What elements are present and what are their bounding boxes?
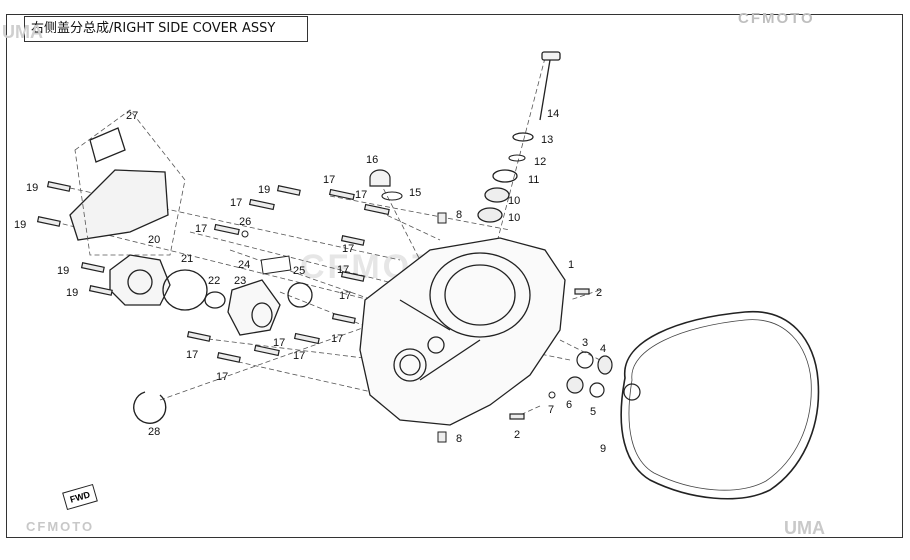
- callout-17: 17: [342, 243, 354, 255]
- callout-13: 13: [541, 134, 553, 146]
- diagram-frame: [6, 14, 903, 538]
- brand-logo-top: CFMOTO: [738, 10, 815, 27]
- callout-17: 17: [323, 174, 335, 186]
- callout-23: 23: [234, 275, 246, 287]
- callout-17: 17: [293, 350, 305, 362]
- callout-17: 17: [273, 337, 285, 349]
- callout-3: 3: [582, 337, 588, 349]
- washer-6: [566, 376, 584, 394]
- filter-23: [227, 279, 281, 336]
- callout-9: 9: [600, 443, 606, 455]
- callout-8: 8: [456, 433, 462, 445]
- circlip-28: [133, 391, 167, 424]
- callout-28: 28: [148, 426, 160, 438]
- dowel-8-top: [437, 212, 447, 224]
- washer-26: [241, 230, 249, 238]
- callout-17: 17: [186, 349, 198, 361]
- callout-17: 17: [216, 371, 228, 383]
- circlip-5: [589, 382, 605, 398]
- callout-19: 19: [14, 219, 26, 231]
- bolts: [36, 181, 590, 420]
- callout-2: 2: [514, 429, 520, 441]
- callout-21: 21: [181, 253, 193, 265]
- seal-4: [597, 355, 613, 375]
- seal-25: [287, 282, 313, 308]
- callout-22: 22: [208, 275, 220, 287]
- callout-20: 20: [148, 234, 160, 246]
- oil-filter-cover-27: [69, 127, 169, 241]
- uma-logo-top: UMA: [2, 22, 43, 42]
- callout-24: 24: [238, 259, 250, 271]
- callout-1: 1: [568, 259, 574, 271]
- label-tag-24: [260, 255, 292, 275]
- callout-16: 16: [366, 154, 378, 166]
- callout-2: 2: [596, 287, 602, 299]
- callout-17: 17: [230, 197, 242, 209]
- o-ring-21: [162, 269, 208, 311]
- dowel-8-bottom: [437, 431, 447, 443]
- callout-26: 26: [239, 216, 251, 228]
- callout-5: 5: [590, 406, 596, 418]
- assembly-lines: [54, 57, 601, 416]
- callout-10: 10: [508, 212, 520, 224]
- o-ring-15: [381, 191, 403, 201]
- bearing-10-lower: [477, 207, 503, 223]
- callout-19: 19: [66, 287, 78, 299]
- plug-7: [548, 391, 556, 399]
- callout-19: 19: [26, 182, 38, 194]
- seal-11: [492, 169, 518, 183]
- callout-10: 10: [508, 195, 520, 207]
- callout-17: 17: [339, 290, 351, 302]
- callout-17: 17: [337, 264, 349, 276]
- callout-27: 27: [126, 110, 138, 122]
- dipstick-14: [539, 51, 561, 121]
- callout-6: 6: [566, 399, 572, 411]
- pump-housing-20: [109, 254, 171, 306]
- gasket-9: [620, 310, 820, 500]
- callout-19: 19: [258, 184, 270, 196]
- washer-13: [512, 132, 534, 142]
- callout-8: 8: [456, 209, 462, 221]
- callout-25: 25: [293, 265, 305, 277]
- callout-4: 4: [600, 343, 606, 355]
- gasket-9-inner: [628, 319, 812, 491]
- diagram-title: 右侧盖分总成/RIGHT SIDE COVER ASSY: [24, 16, 308, 42]
- brand-logo-bottom: CFMOTO: [26, 519, 95, 534]
- cap-16: [369, 169, 391, 187]
- spring-22: [204, 291, 226, 309]
- callout-11: 11: [528, 174, 539, 186]
- callout-17: 17: [331, 333, 343, 345]
- uma-logo-bottom: UMA: [784, 518, 825, 538]
- ring-12: [508, 154, 526, 162]
- callout-15: 15: [409, 187, 421, 199]
- bearing-10-upper: [484, 187, 510, 203]
- callout-14: 14: [547, 108, 559, 120]
- right-side-cover-1: [359, 237, 566, 426]
- callout-17: 17: [355, 189, 367, 201]
- callout-17: 17: [195, 223, 207, 235]
- o-ring-3: [576, 351, 594, 369]
- callout-19: 19: [57, 265, 69, 277]
- callout-7: 7: [548, 404, 554, 416]
- callout-12: 12: [534, 156, 546, 168]
